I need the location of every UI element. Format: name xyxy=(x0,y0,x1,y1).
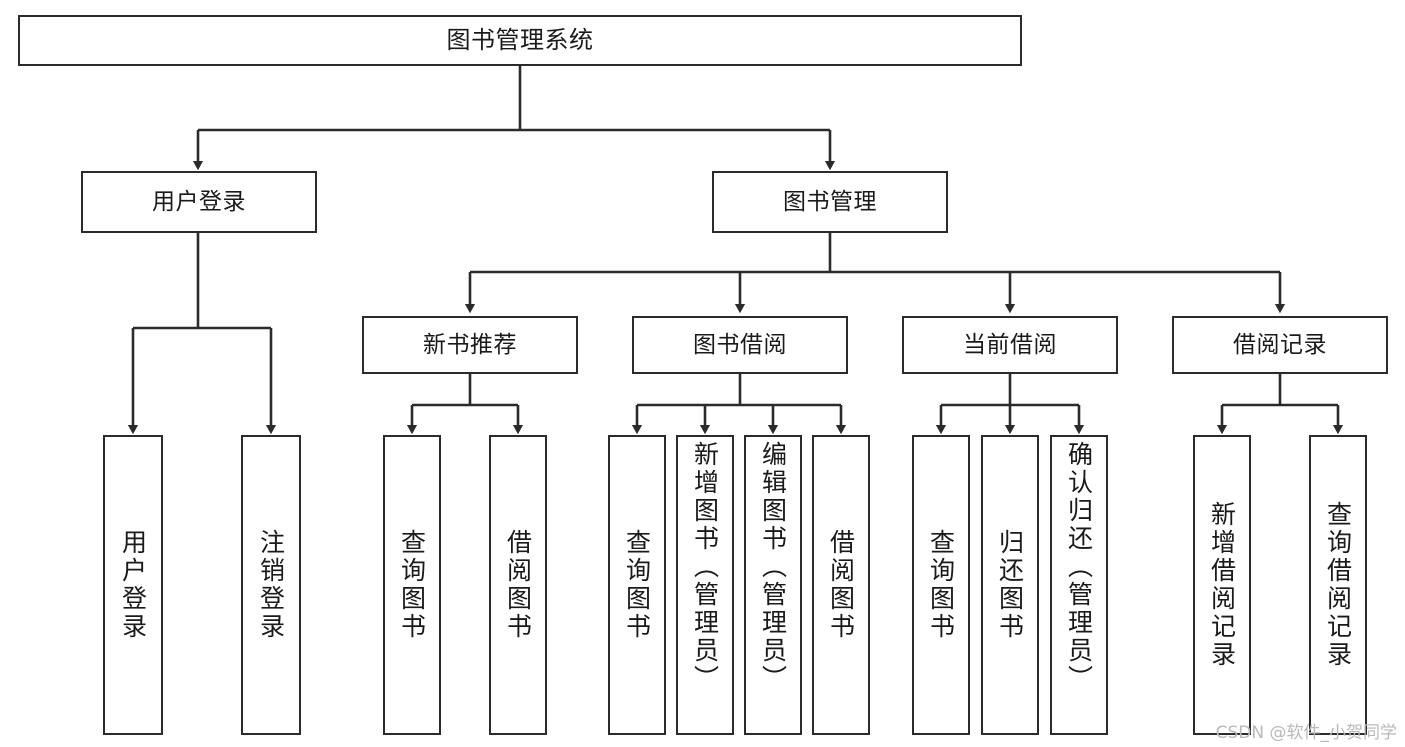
leaf-return-book[interactable]: 归还图书 xyxy=(981,435,1039,735)
node-label: 借阅图书 xyxy=(503,529,533,641)
node-user-login[interactable]: 用户登录 xyxy=(81,171,317,233)
node-label: 图书管理 xyxy=(783,188,877,215)
node-label: 新增借阅记录 xyxy=(1207,501,1237,669)
csdn-watermark: CSDN @软件_小贺同学 xyxy=(1215,723,1397,743)
node-label: 新书推荐 xyxy=(423,331,517,358)
leaf-borrow-book-2[interactable]: 借阅图书 xyxy=(812,435,870,735)
node-root-system[interactable]: 图书管理系统 xyxy=(18,15,1022,66)
leaf-user-login[interactable]: 用户登录 xyxy=(103,435,163,735)
leaf-query-borrow-record[interactable]: 查询借阅记录 xyxy=(1309,435,1367,735)
leaf-query-book-2[interactable]: 查询图书 xyxy=(608,435,666,735)
node-label: 借阅图书 xyxy=(826,529,856,641)
node-label: 当前借阅 xyxy=(963,331,1057,358)
node-label: 归还图书 xyxy=(995,529,1025,641)
leaf-query-book-1[interactable]: 查询图书 xyxy=(383,435,441,735)
leaf-add-book-admin[interactable]: 新增图书（管理员） xyxy=(676,435,734,735)
node-label: 新增图书（管理员） xyxy=(690,441,720,693)
node-label: 借阅记录 xyxy=(1233,331,1327,358)
leaf-add-borrow-record[interactable]: 新增借阅记录 xyxy=(1193,435,1251,735)
node-label: 用户登录 xyxy=(152,188,246,215)
node-current-borrowing[interactable]: 当前借阅 xyxy=(902,316,1118,374)
node-label: 图书借阅 xyxy=(693,331,787,358)
node-label: 用户登录 xyxy=(118,529,148,641)
node-label: 查询图书 xyxy=(397,529,427,641)
node-borrowing-record[interactable]: 借阅记录 xyxy=(1172,316,1388,374)
leaf-query-book-3[interactable]: 查询图书 xyxy=(912,435,970,735)
node-label: 编辑图书（管理员） xyxy=(758,441,788,693)
leaf-logout[interactable]: 注销登录 xyxy=(241,435,301,735)
node-new-book-recommendation[interactable]: 新书推荐 xyxy=(362,316,578,374)
node-book-borrowing[interactable]: 图书借阅 xyxy=(632,316,848,374)
node-label: 查询借阅记录 xyxy=(1323,501,1353,669)
node-book-management[interactable]: 图书管理 xyxy=(712,171,948,233)
node-label: 查询图书 xyxy=(622,529,652,641)
node-label: 确认归还（管理员） xyxy=(1064,441,1094,693)
leaf-confirm-return-admin[interactable]: 确认归还（管理员） xyxy=(1050,435,1108,735)
leaf-borrow-book-1[interactable]: 借阅图书 xyxy=(489,435,547,735)
leaf-edit-book-admin[interactable]: 编辑图书（管理员） xyxy=(744,435,802,735)
node-label: 注销登录 xyxy=(256,529,286,641)
node-label: 图书管理系统 xyxy=(446,25,594,54)
node-label: 查询图书 xyxy=(926,529,956,641)
